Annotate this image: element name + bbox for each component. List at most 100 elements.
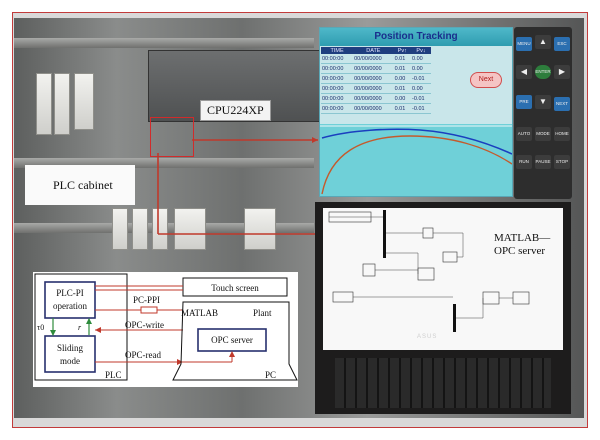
pc-label: PC: [265, 370, 276, 380]
sliding-text-2: mode: [60, 356, 80, 366]
table-cell: 0.01: [393, 63, 412, 74]
pc-ppi-label: PC-PPI: [133, 295, 160, 305]
terminal-block: [132, 208, 148, 250]
table-cell: 00/00/0000: [353, 54, 394, 64]
table-cell: -0.01: [411, 93, 431, 104]
system-block-diagram: PLC-PI operation Sliding mode PLC τ0 r T…: [33, 272, 298, 387]
down-arrow-key[interactable]: ▼: [535, 95, 551, 109]
opc-write-text: OPC-write: [125, 320, 164, 330]
laptop: MATLAB— OPC server ASUS: [315, 202, 571, 414]
arrowhead: [177, 359, 183, 365]
sim-block: [362, 263, 376, 277]
table-cell: 00/00/0000: [353, 73, 394, 84]
right-arrow-key[interactable]: ▶: [554, 65, 570, 79]
circuit-breaker: [36, 73, 52, 135]
plc-frame: [34, 273, 128, 381]
sim-block: [442, 251, 458, 263]
table-cell: 00:00:00: [321, 54, 354, 64]
table-cell: 0.00: [411, 83, 431, 94]
table-cell: -0.01: [411, 73, 431, 84]
sim-bus: [383, 210, 386, 258]
terminal-block: [174, 208, 206, 250]
sliding-mode-block: [44, 335, 96, 373]
table-cell: 00:00:00: [321, 103, 354, 114]
table-cell: 0.01: [393, 54, 412, 64]
sim-block: [417, 267, 435, 281]
matlab-label-line2: OPC server: [494, 245, 546, 257]
column-header: Pv↓: [411, 47, 431, 54]
table-cell: 0.01: [393, 103, 412, 114]
table-header-row: TIME DATE Pv↑ Pv↓: [321, 47, 431, 54]
arrowhead: [229, 351, 235, 357]
sim-block: [332, 291, 354, 303]
auto-key[interactable]: AUTO: [516, 127, 532, 141]
arrowhead: [95, 327, 101, 333]
sim-block: [422, 227, 434, 239]
column-header: Pv↑: [393, 47, 412, 54]
plc-port-highlight: [150, 117, 194, 157]
pause-key[interactable]: PAUSE: [535, 155, 551, 169]
terminal-block: [112, 208, 128, 250]
table-cell: 0.00: [411, 54, 431, 64]
din-rail: [14, 158, 314, 168]
din-rail: [14, 38, 314, 48]
next-button[interactable]: Next: [470, 72, 502, 88]
matlab-text: MATLAB: [181, 308, 218, 318]
hmi-touch-screen: Position Tracking TIME DATE Pv↑ Pv↓ 00:0…: [319, 27, 513, 197]
sim-wires: [329, 216, 513, 319]
column-header: TIME: [321, 47, 354, 54]
laptop-brand-logo: ASUS: [417, 334, 438, 340]
stop-key[interactable]: STOP: [554, 155, 570, 169]
circuit-breaker: [74, 73, 94, 130]
table-cell: 00:00:00: [321, 93, 354, 104]
cabinet-label: PLC cabinet: [25, 165, 135, 205]
up-arrow-key[interactable]: ▲: [535, 35, 551, 49]
table-cell: 0.00: [393, 93, 412, 104]
sim-block: [512, 291, 530, 305]
column-header: DATE: [353, 47, 394, 54]
sliding-text-1: Sliding: [57, 343, 84, 353]
plc-pi-text-2: operation: [53, 301, 87, 311]
hmi-title: Position Tracking: [320, 28, 512, 46]
run-key[interactable]: RUN: [516, 155, 532, 169]
tracking-plot: [320, 124, 513, 196]
matlab-label: MATLAB— OPC server: [494, 232, 550, 258]
table-cell: 00/00/0000: [353, 93, 394, 104]
table-cell: 0.01: [393, 83, 412, 94]
home-key[interactable]: HOME: [554, 127, 570, 141]
next-key[interactable]: NEXT: [554, 97, 570, 111]
simulink-diagram: [328, 210, 530, 332]
menu-key[interactable]: MENU: [516, 37, 532, 51]
table-cell: 0.00: [393, 73, 412, 84]
laptop-keyboard: [335, 358, 551, 408]
output-curve: [321, 135, 513, 195]
left-arrow-key[interactable]: ◀: [516, 65, 532, 79]
enter-key[interactable]: ENTER: [535, 65, 551, 79]
opc-server-text: OPC server: [211, 335, 253, 345]
opc-read-text: OPC-read: [125, 350, 161, 360]
plc-pi-block: [44, 281, 96, 319]
sim-bus: [453, 304, 456, 332]
esc-key[interactable]: ESC: [554, 37, 570, 51]
terminal-block: [152, 208, 168, 250]
table-cell: 00/00/0000: [353, 83, 394, 94]
table-cell: 00/00/0000: [353, 63, 394, 74]
tau0-label: τ0: [37, 323, 44, 332]
matlab-label-line1: MATLAB—: [494, 232, 551, 244]
terminal-block: [244, 208, 276, 250]
sim-block: [482, 291, 500, 305]
mode-key[interactable]: MODE: [535, 127, 551, 141]
touch-screen-text: Touch screen: [211, 283, 259, 293]
table-cell: -0.01: [411, 103, 431, 114]
prev-key[interactable]: PRE: [516, 95, 532, 109]
arrowhead: [312, 137, 318, 143]
block-diagram-svg: PLC-PI operation Sliding mode PLC τ0 r T…: [34, 273, 298, 381]
table-cell: 00:00:00: [321, 63, 354, 74]
